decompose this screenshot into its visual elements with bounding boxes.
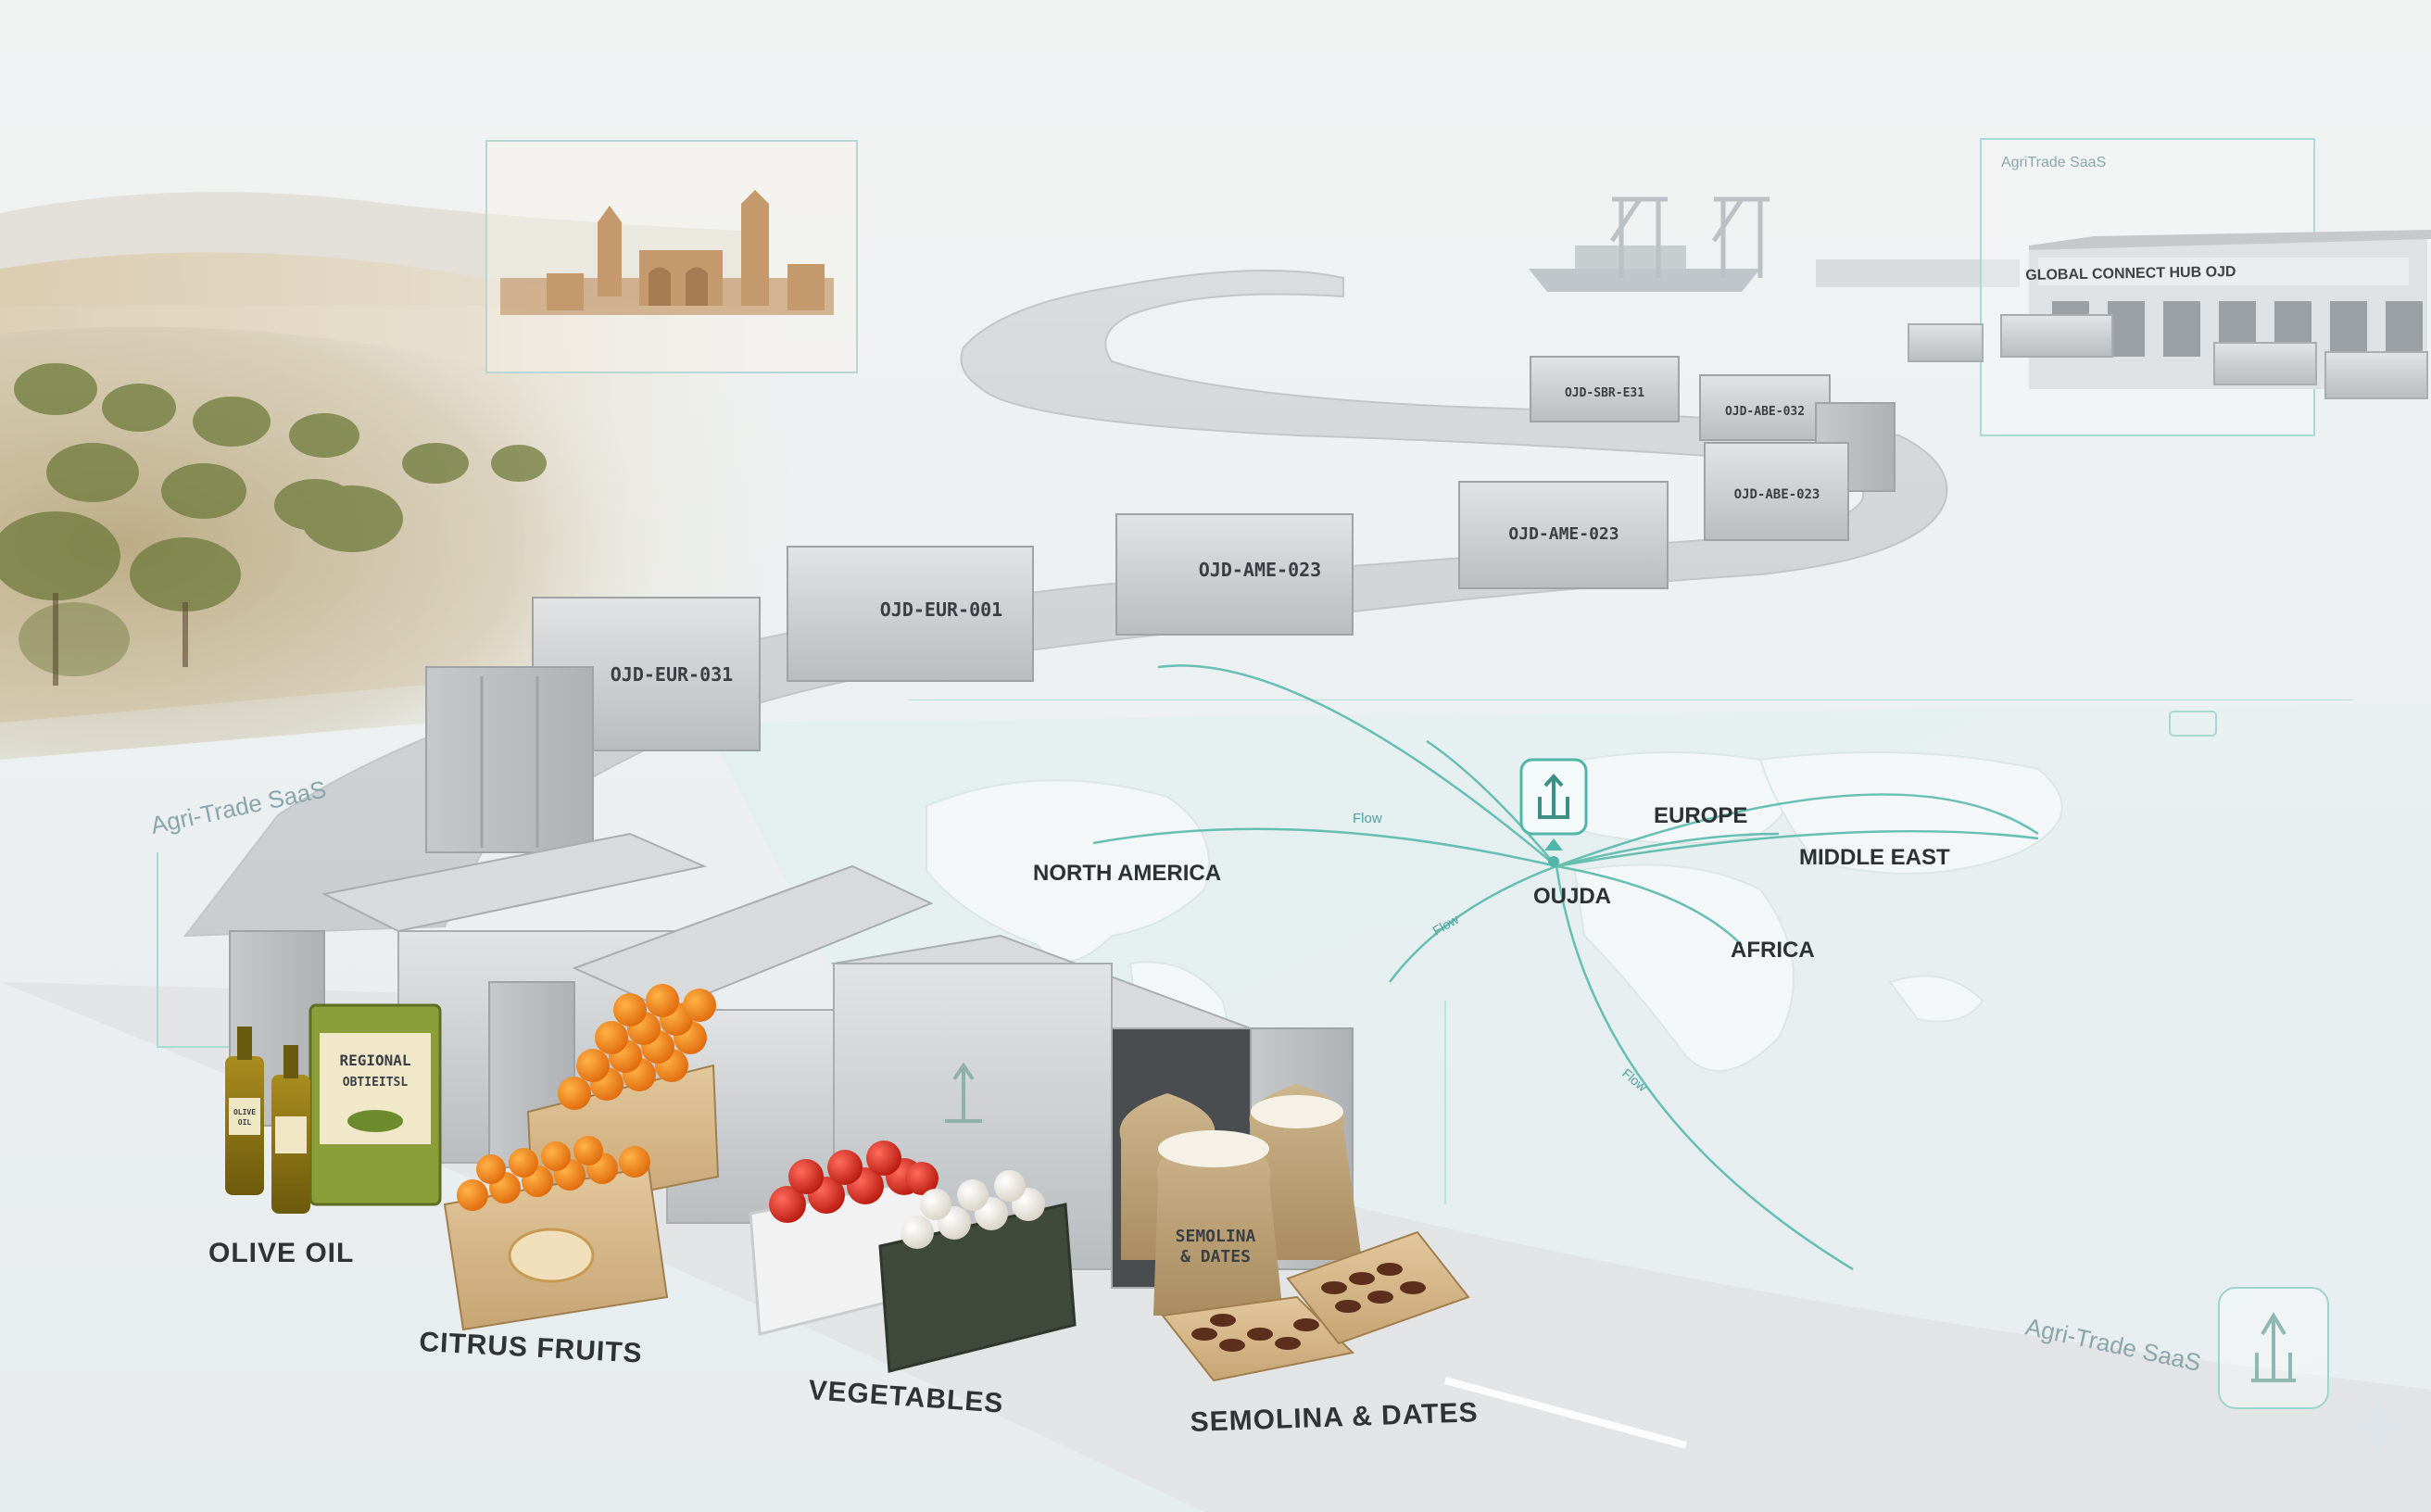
citrus-products (443, 984, 720, 1331)
sack-label-line1: SEMOLINA (1176, 1227, 1256, 1246)
container-code-c4: OJD-AME-023 (1508, 524, 1619, 544)
wheat-logo (945, 1062, 982, 1123)
wheat-icon (2251, 1312, 2296, 1382)
container-c7: OJD-ABE-023 (1704, 442, 1849, 541)
container-c2: OJD-EUR-001 (787, 546, 1034, 682)
label-olive-oil: OLIVE OIL (208, 1238, 354, 1268)
warehouse-panel (1908, 138, 2431, 436)
container-c4: OJD-AME-023 (1458, 481, 1669, 589)
flow-tag-1: Flow (1353, 811, 1382, 826)
container-code-c6: OJD-ABE-032 (1725, 405, 1805, 419)
container-code-c2: OJD-EUR-001 (880, 598, 1002, 621)
container-code-c5: OJD-SBR-E31 (1565, 386, 1644, 400)
hub-oujda: OUJDA (1533, 884, 1611, 909)
wheat-icon (1538, 774, 1569, 819)
city-skyline-panel (485, 140, 858, 373)
container-c6: OJD-ABE-032 (1699, 374, 1831, 441)
top-right-brand-text: AgriTrade SaaS (2001, 155, 2106, 170)
map-labels: NORTH AMERICA EUROPE MIDDLE EAST AFRICA … (1033, 803, 1950, 963)
trade-flow-lines (1092, 664, 2039, 1271)
region-middle-east: MIDDLE EAST (1799, 845, 1950, 870)
region-north-america: NORTH AMERICA (1033, 861, 1221, 886)
warehouse-sign: GLOBAL CONNECT HUB OJD (2025, 264, 2236, 284)
vegetable-products (749, 1140, 1077, 1373)
container-c5: OJD-SBR-E31 (1530, 356, 1680, 422)
container-end-door (425, 666, 594, 853)
container-code-c1: OJD-EUR-031 (611, 663, 733, 686)
port-cranes (1529, 196, 2020, 292)
oujda-hub-pin (1519, 758, 1588, 867)
container-code-c3: OJD-AME-023 (1199, 559, 1321, 581)
map-panel-icon (2169, 711, 2217, 737)
bottle-label-line2: OIL (238, 1118, 252, 1127)
bottle-label-line1: OLIVE (233, 1108, 256, 1116)
olive-oil-products: REGIONAL OBTIEITSL OLIVE OIL (225, 1003, 442, 1214)
container-c3: OJD-AME-023 (1115, 513, 1354, 636)
tin-label-line2: OBTIEITSL (343, 1076, 409, 1090)
sack-label-line2: & DATES (1180, 1247, 1251, 1266)
road-containers: OJD-SBR-E31 OJD-ABE-032 OJD-ABE-023 OJD-… (425, 356, 1896, 853)
container-code-c7: OJD-ABE-023 (1734, 487, 1820, 502)
region-europe: EUROPE (1654, 803, 1747, 828)
tin-label-line1: REGIONAL (339, 1052, 410, 1069)
semolina-dates-products: SEMOLINA & DATES (1119, 1084, 1470, 1382)
region-africa: AFRICA (1731, 938, 1815, 963)
